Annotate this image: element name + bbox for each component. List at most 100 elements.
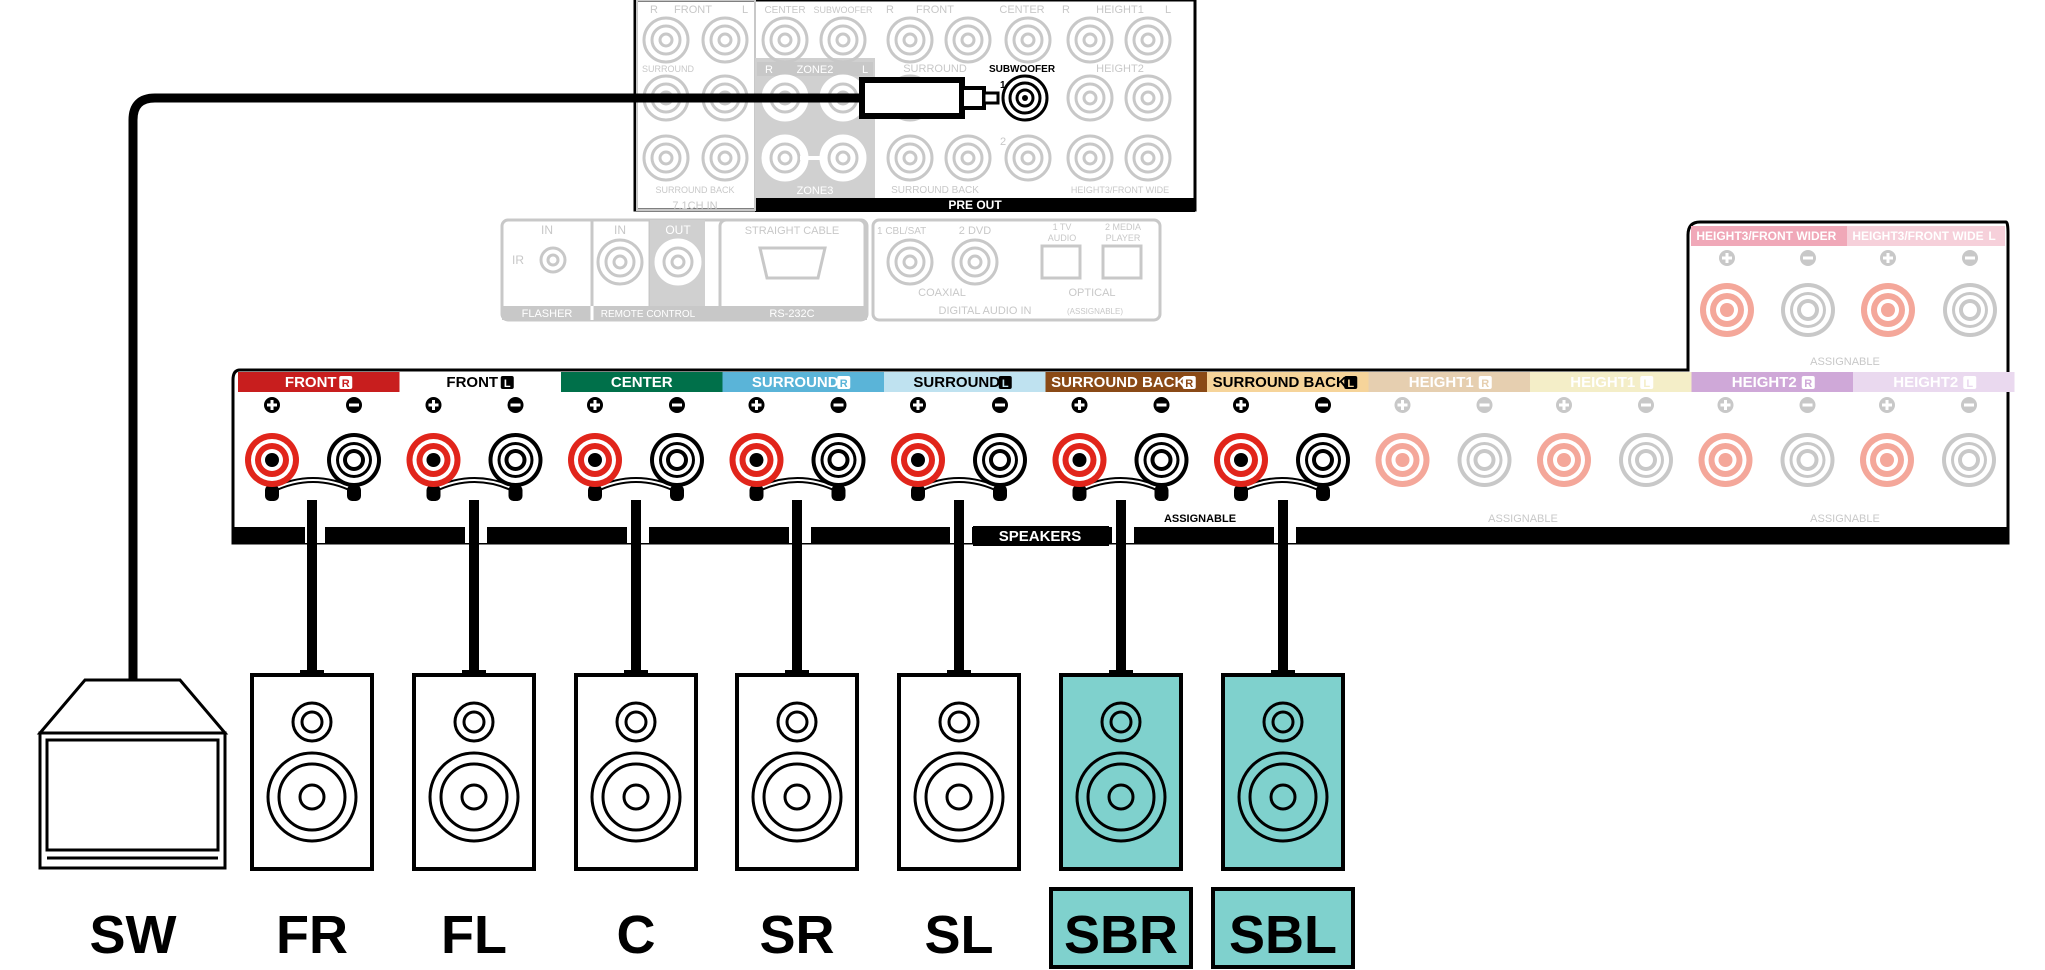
plus-terminal-icon (1375, 433, 1430, 487)
height3-r-minus-terminal-icon (1781, 283, 1835, 337)
channel-label-sw: SW (90, 905, 177, 965)
height3-l-minus-terminal-icon (1943, 283, 1997, 337)
minus-terminal-icon (1780, 433, 1835, 487)
subwoofer-jack-icon (1001, 74, 1049, 122)
minus-terminal-icon (811, 433, 866, 487)
assignable-label-3: ASSIGNABLE (1810, 513, 1880, 525)
channel-label-surround-r: SURROUND (752, 374, 839, 391)
minus-icon (830, 397, 847, 413)
dvd-label: 2 DVD (959, 225, 991, 237)
pre-l1: L (742, 4, 748, 16)
speaker-sl (897, 673, 1021, 871)
assignable-paren-label: (ASSIGNABLE) (1067, 307, 1123, 316)
pre-r3: R (1062, 4, 1070, 16)
minus-terminal-icon (1942, 433, 1996, 487)
flasher-in-label: IN (541, 223, 553, 237)
plus-icon (1071, 397, 1088, 413)
media-player-1-label: 2 MEDIA (1105, 222, 1141, 232)
channel-label-surround-l: SURROUND (913, 374, 1000, 391)
rca-plug (859, 77, 1000, 119)
channel-side-surround-l: L (1002, 378, 1009, 390)
plus-terminal-icon (1860, 433, 1914, 487)
zone2-label: ZONE2 (797, 64, 834, 76)
channel-label-front-l: FRONT (446, 374, 498, 391)
channel-side-height2-l: L (1966, 378, 1973, 390)
channel-label-front-r: FRONT (285, 374, 337, 391)
plus-terminal-icon (1052, 433, 1107, 487)
subwoofer-label: SUBWOOFER (989, 64, 1056, 75)
pre-out-label: PRE OUT (948, 198, 1002, 212)
pre-surround-back: SURROUND BACK (655, 185, 734, 195)
zone2-r: R (765, 64, 773, 76)
subwoofer-unit (36, 678, 229, 870)
minus-icon (1961, 397, 1977, 413)
cables (128, 93, 862, 680)
optical-port-icon (1101, 244, 1143, 280)
plus-terminal-icon (1537, 433, 1591, 487)
assignable-label-2: ASSIGNABLE (1488, 513, 1558, 525)
flasher-label: FLASHER (522, 308, 573, 320)
plus-terminal-icon (729, 433, 784, 487)
pre-height1: HEIGHT1 (1096, 4, 1144, 16)
channel-label-height1-l: HEIGHT1 (1570, 374, 1635, 391)
zone3-label: ZONE3 (797, 185, 834, 197)
pre-front-1: FRONT (674, 4, 712, 16)
plus-terminal-icon (1214, 433, 1268, 487)
plus-icon (910, 397, 926, 413)
speaker-panel: SPEAKERS ASSIGNABLE ASSIGNABLE ASSIGNABL… (231, 220, 2015, 546)
channel-label-height2-l: HEIGHT2 (1893, 374, 1958, 391)
minus-icon (992, 397, 1008, 413)
height3-r-label: HEIGHT3/FRONT WIDE (1696, 229, 1827, 243)
plus-icon (1233, 397, 1249, 413)
control-panel: IN IR FLASHER IN OUT REMOTE CONTROL STRA… (500, 218, 1162, 322)
rs232c-port-icon (758, 246, 827, 280)
channel-label-sbr: SBR (1064, 905, 1178, 965)
preout-panel: PRE OUT ZONE2 R L ZONE3 R FRONT L CENTER… (633, 0, 1197, 212)
pre-surround-2: SURROUND (903, 63, 967, 75)
subwoofer-2-label: 2 (1000, 136, 1006, 148)
pre-surround: SURROUND (642, 64, 695, 74)
rca-jack-icon (654, 238, 702, 286)
minus-terminal-icon (1619, 433, 1673, 487)
assignable-label-1: ASSIGNABLE (1164, 513, 1236, 525)
channel-label-sl: SL (924, 905, 993, 965)
media-player-2-label: PLAYER (1106, 233, 1141, 243)
channel-label-sr: SR (759, 905, 834, 965)
pre-r2: R (886, 4, 894, 16)
minus-terminal-icon (973, 433, 1027, 487)
plus-icon (748, 397, 765, 413)
pre-height-front-wide: HEIGHT3/FRONT WIDE (1071, 185, 1169, 195)
channel-header-front-l (399, 372, 561, 392)
minus-icon (669, 397, 685, 413)
flasher-ir-label: IR (512, 253, 524, 267)
plus-icon (1556, 397, 1572, 413)
channel-label-sbl: SBL (1229, 905, 1337, 965)
pre-height2: HEIGHT2 (1096, 63, 1144, 75)
height3-r-plus-terminal-icon (1700, 283, 1754, 337)
channel-header-center-c (561, 372, 723, 392)
plus-icon (264, 397, 280, 413)
speaker-sbl (1221, 673, 1345, 871)
subwoofer-cable (128, 93, 862, 680)
plus-terminal-icon (891, 433, 945, 487)
channel-header-surround-back-r (1045, 372, 1207, 392)
pre-subwoofer-1: SUBWOOFER (813, 5, 873, 15)
digital-audio-in-label: DIGITAL AUDIO IN (939, 305, 1032, 317)
pre-surround-back-2: SURROUND BACK (891, 185, 979, 196)
minus-icon (1799, 397, 1816, 413)
channel-header-surround-back-l (1207, 372, 1369, 392)
label-box-sbl (1211, 887, 1355, 969)
plus-terminal-icon (568, 433, 622, 487)
speaker-fl (412, 673, 536, 871)
label-box-sbr (1049, 887, 1193, 969)
height3-l-label: HEIGHT3/FRONT WIDE (1852, 229, 1983, 243)
minus-icon (1153, 397, 1170, 413)
coaxial-label: COAXIAL (918, 287, 966, 299)
height3-r-side: R (1828, 229, 1837, 243)
channel-label-surround-back-l: SURROUND BACK (1213, 374, 1347, 391)
minus-terminal-icon (488, 433, 543, 487)
channel-side-height1-l: L (1643, 378, 1650, 390)
height3-l-plus-terminal-icon (1861, 283, 1915, 337)
channel-label-fr: FR (276, 905, 348, 965)
